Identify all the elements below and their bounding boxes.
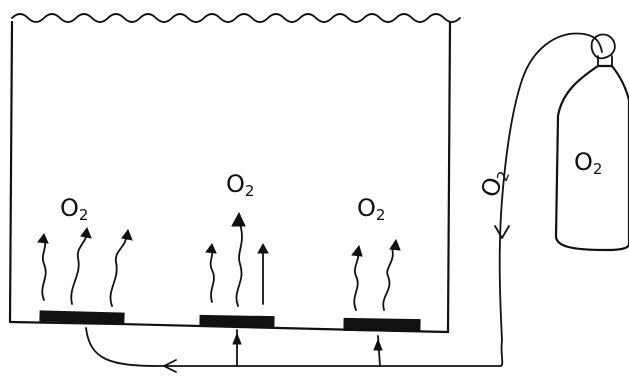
- rising-arrow-7: [353, 251, 360, 311]
- oxygen-cylinder: O2: [554, 33, 629, 252]
- cylinder-body: [554, 64, 629, 252]
- o2-label-right: O2: [357, 194, 385, 224]
- supply-tube-bottom: [85, 327, 504, 367]
- rising-arrow-8: [382, 247, 394, 311]
- cylinder-valve-knob: [590, 33, 616, 60]
- rising-arrow-5: [235, 223, 243, 307]
- rising-arrow-3: [109, 233, 127, 307]
- riser-right-head: [373, 338, 383, 351]
- rising-arrow-4: [209, 247, 215, 303]
- diffuser-right: [343, 317, 421, 333]
- o2-label-cylinder: O2: [574, 148, 602, 178]
- rising-arrow-6-head: [257, 242, 269, 254]
- rising-arrow-7-head: [351, 244, 363, 257]
- rising-arrow-1-head: [37, 233, 49, 244]
- rising-arrow-1: [41, 237, 47, 301]
- o2-label-middle: O2: [226, 170, 254, 200]
- o2-label-hose: O2: [475, 165, 513, 202]
- o2-label-left: O2: [60, 194, 88, 224]
- tube-flow-arrow: [163, 359, 177, 373]
- rising-arrow-4-head: [205, 243, 217, 254]
- tank-wall-left: [8, 20, 14, 324]
- diffuser-left: [39, 310, 125, 324]
- oxygen-hose: [498, 32, 603, 341]
- diffuser-middle: [199, 314, 275, 329]
- water-surface: [11, 13, 461, 23]
- riser-middle-head: [232, 332, 242, 345]
- rising-arrow-2: [70, 231, 88, 305]
- tank-wall-right: [446, 20, 452, 334]
- rising-arrow-2-head: [80, 226, 92, 239]
- hose-flow-arrow: [494, 225, 510, 239]
- rising-arrow-8-head: [389, 238, 401, 251]
- rising-arrow-3-head: [121, 228, 133, 241]
- rising-arrow-5-head: [231, 211, 246, 227]
